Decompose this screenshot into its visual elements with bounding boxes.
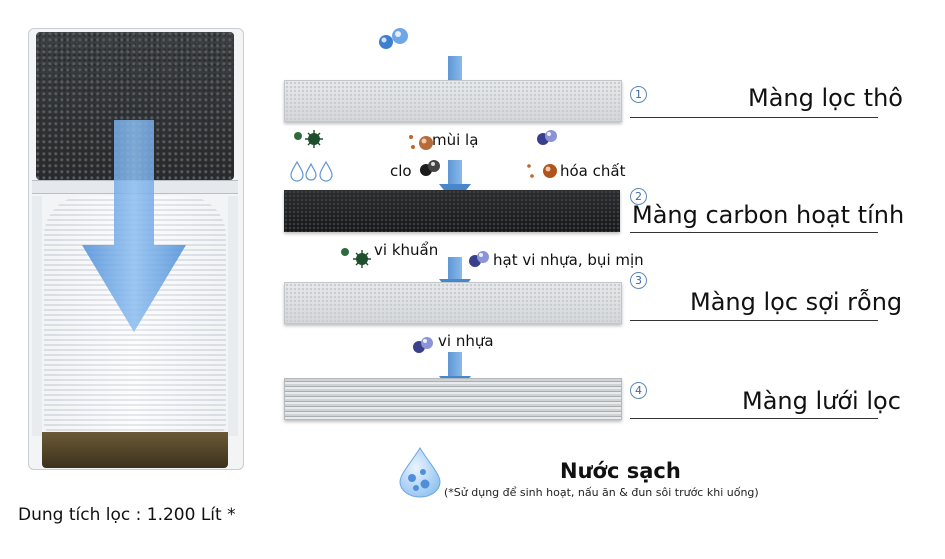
layer-number-4: 4	[630, 382, 647, 399]
contaminant-odor-label: mùi lạ	[432, 131, 479, 149]
layer-label-3: Màng lọc sợi rỗng	[690, 288, 903, 316]
water-drops-icon	[379, 28, 408, 49]
bacteria-small-icon	[341, 248, 371, 268]
microplastic-dust-icon	[469, 251, 489, 267]
flow-arrow-3-shaft	[448, 257, 462, 281]
clean-water-note: (*Sử dụng để sinh hoạt, nấu ăn & đun sôi…	[444, 486, 759, 499]
layer-3-underline	[630, 320, 878, 321]
chemical-particles-icon	[527, 164, 557, 178]
bacteria-icon	[294, 130, 323, 148]
layer-activated-carbon	[284, 190, 620, 232]
flow-arrow-4-shaft	[448, 352, 462, 378]
filter-capacity: Dung tích lọc : 1.200 Lít *	[18, 505, 236, 525]
contaminant-chlorine-label: clo	[390, 162, 412, 180]
layer-number-1: 1	[630, 86, 647, 103]
contaminant-microplastic-dust-label: hạt vi nhựa, bụi mịn	[493, 251, 644, 269]
cartridge-base	[42, 432, 228, 468]
contaminant-chemicals-label: hóa chất	[560, 162, 626, 180]
flow-arrow-2-shaft	[448, 160, 462, 186]
layer-label-1: Màng lọc thô	[748, 84, 903, 112]
clean-water-drop-icon	[399, 447, 441, 498]
cartridge-side-left	[32, 196, 42, 436]
chemical-bubbles-icon	[537, 130, 557, 145]
microplastic-icon	[413, 337, 433, 353]
layer-label-4: Màng lưới lọc	[742, 387, 901, 415]
contaminant-bacteria-label: vi khuẩn	[374, 241, 439, 259]
contaminant-microplastic-label: vi nhựa	[438, 332, 494, 350]
layer-2-underline	[630, 232, 878, 233]
cartridge-side-right	[228, 196, 238, 436]
cartridge-flow-arrow-icon	[82, 120, 186, 332]
layer-mesh-filter	[284, 378, 622, 420]
flow-arrow-1-shaft	[448, 56, 462, 82]
layer-number-3: 3	[630, 272, 647, 289]
layer-hollow-fiber	[284, 282, 622, 324]
water-droplets-outline-icon	[290, 160, 333, 182]
clean-water-title: Nước sạch	[560, 459, 681, 483]
layer-number-2: 2	[630, 188, 647, 205]
layer-4-underline	[630, 418, 878, 419]
chlorine-particle-icon	[420, 160, 440, 176]
layer-coarse-filter	[284, 80, 622, 122]
layer-1-underline	[630, 117, 878, 118]
odor-particles-icon	[409, 135, 433, 150]
layer-label-2: Màng carbon hoạt tính	[632, 201, 905, 229]
